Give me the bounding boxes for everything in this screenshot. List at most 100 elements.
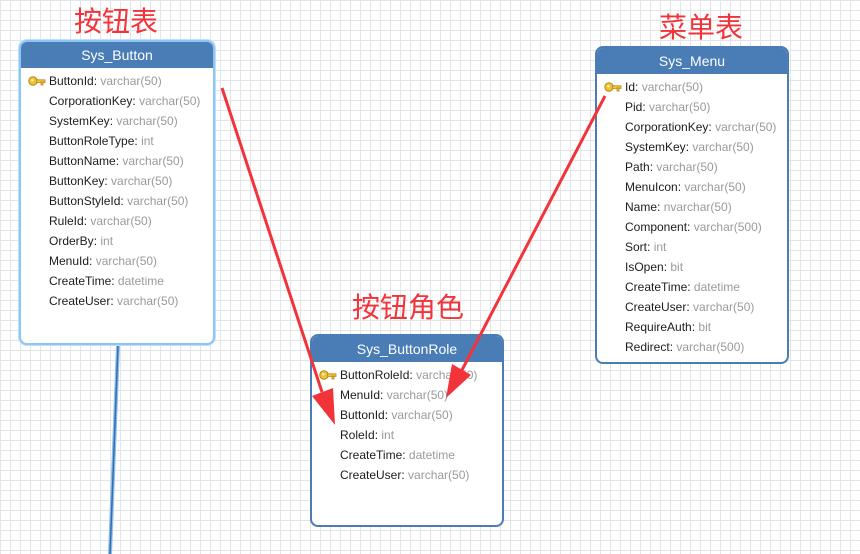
- field-row[interactable]: ButtonName: varchar(50): [21, 151, 213, 171]
- field-name: Pid: [625, 100, 643, 114]
- field-type: varchar(50): [649, 100, 711, 114]
- field-row[interactable]: SystemKey: varchar(50): [597, 137, 787, 157]
- field-name: ButtonKey: [49, 174, 105, 188]
- field-name: RequireAuth: [625, 320, 692, 334]
- field-row[interactable]: ButtonKey: varchar(50): [21, 171, 213, 191]
- field-separator: :: [647, 240, 654, 254]
- field-separator: :: [687, 280, 694, 294]
- field-type: varchar(50): [416, 368, 478, 382]
- field-row[interactable]: ButtonId: varchar(50): [21, 71, 213, 91]
- field-name: CreateTime: [625, 280, 688, 294]
- field-type: varchar(50): [391, 408, 453, 422]
- field-row[interactable]: RequireAuth: bit: [597, 317, 787, 337]
- field-row[interactable]: CorporationKey: varchar(50): [21, 91, 213, 111]
- field-separator: :: [89, 254, 96, 268]
- field-type: nvarchar(50): [663, 200, 732, 214]
- field-row[interactable]: Name: nvarchar(50): [597, 197, 787, 217]
- field-name: ButtonName: [49, 154, 116, 168]
- field-row[interactable]: MenuIcon: varchar(50): [597, 177, 787, 197]
- field-row[interactable]: MenuId: varchar(50): [21, 251, 213, 271]
- field-row[interactable]: CreateUser: varchar(50): [597, 297, 787, 317]
- annotation-button-table: 按钮表: [74, 5, 159, 38]
- field-row[interactable]: CreateUser: varchar(50): [21, 291, 213, 311]
- field-row[interactable]: Sort: int: [597, 237, 787, 257]
- field-name: Component: [625, 220, 688, 234]
- field-name: SystemKey: [625, 140, 686, 154]
- field-name: CreateTime: [49, 274, 112, 288]
- field-type: int: [381, 428, 395, 442]
- entity-title[interactable]: Sys_Menu: [597, 48, 787, 74]
- field-name: CreateUser: [340, 468, 402, 482]
- field-type: datetime: [117, 274, 164, 288]
- field-row[interactable]: CreateTime: datetime: [21, 271, 213, 291]
- field-row[interactable]: ButtonId: varchar(50): [312, 405, 502, 425]
- relation-line: [109, 344, 119, 554]
- field-type: varchar(50): [641, 80, 704, 94]
- field-type: int: [653, 240, 667, 254]
- entity-title[interactable]: Sys_ButtonRole: [312, 336, 502, 362]
- annotation-menu-table: 菜单表: [659, 11, 744, 44]
- entity-sys-button[interactable]: Sys_Button ButtonId: varchar(50)Corporat…: [19, 40, 215, 345]
- field-row[interactable]: CreateUser: varchar(50): [312, 465, 502, 485]
- field-name: CreateUser: [625, 300, 687, 314]
- field-type: varchar(50): [693, 300, 755, 314]
- field-row[interactable]: CreateTime: datetime: [597, 277, 787, 297]
- field-name: CorporationKey: [625, 120, 709, 134]
- field-row[interactable]: Path: varchar(50): [597, 157, 787, 177]
- field-row[interactable]: Redirect: varchar(500): [597, 337, 787, 357]
- field-name: ButtonStyleId: [49, 194, 121, 208]
- field-type: varchar(50): [386, 388, 449, 402]
- field-type: bit: [698, 320, 712, 334]
- entity-sys-buttonrole[interactable]: Sys_ButtonRole ButtonRoleId: varchar(50)…: [310, 334, 504, 527]
- field-row[interactable]: ButtonRoleId: varchar(50): [312, 365, 502, 385]
- key-icon: [319, 368, 337, 382]
- field-row[interactable]: RoleId: int: [312, 425, 502, 445]
- field-row[interactable]: OrderBy: int: [21, 231, 213, 251]
- field-name: MenuIcon: [625, 180, 678, 194]
- field-list: Id: varchar(50)Pid: varchar(50)Corporati…: [597, 74, 787, 357]
- field-type: datetime: [693, 280, 740, 294]
- field-name: ButtonRoleId: [340, 368, 410, 382]
- field-type: varchar(50): [656, 160, 718, 174]
- field-name: SystemKey: [49, 114, 110, 128]
- field-name: OrderBy: [49, 234, 94, 248]
- field-type: varchar(50): [127, 194, 189, 208]
- field-row[interactable]: ButtonRoleType: int: [21, 131, 213, 151]
- entity-sys-menu[interactable]: Sys_Menu Id: varchar(50)Pid: varchar(50)…: [595, 46, 789, 364]
- field-type: varchar(50): [116, 114, 178, 128]
- field-row[interactable]: Component: varchar(500): [597, 217, 787, 237]
- field-list: ButtonId: varchar(50)CorporationKey: var…: [21, 68, 213, 311]
- field-row[interactable]: Pid: varchar(50): [597, 97, 787, 117]
- field-name: Sort: [625, 240, 648, 254]
- field-row[interactable]: IsOpen: bit: [597, 257, 787, 277]
- field-type: varchar(50): [122, 154, 184, 168]
- field-name: ButtonRoleType: [49, 134, 135, 148]
- field-row[interactable]: CreateTime: datetime: [312, 445, 502, 465]
- field-name: CreateTime: [340, 448, 403, 462]
- field-type: varchar(50): [117, 294, 179, 308]
- field-name: MenuId: [49, 254, 90, 268]
- field-separator: :: [111, 274, 118, 288]
- field-type: varchar(50): [715, 120, 777, 134]
- field-row[interactable]: Id: varchar(50): [597, 77, 787, 97]
- field-separator: :: [642, 100, 650, 114]
- field-type: int: [141, 134, 154, 148]
- field-separator: :: [380, 388, 387, 402]
- field-name: CorporationKey: [49, 94, 133, 108]
- field-separator: :: [635, 80, 642, 94]
- field-name: RoleId: [340, 428, 375, 442]
- field-type: bit: [670, 260, 684, 274]
- field-row[interactable]: SystemKey: varchar(50): [21, 111, 213, 131]
- key-icon: [604, 80, 622, 94]
- field-name: ButtonId: [49, 74, 94, 88]
- field-row[interactable]: MenuId: varchar(50): [312, 385, 502, 405]
- key-icon: [28, 74, 46, 88]
- field-separator: :: [402, 448, 409, 462]
- field-type: varchar(50): [100, 74, 162, 88]
- field-row[interactable]: CorporationKey: varchar(50): [597, 117, 787, 137]
- field-row[interactable]: RuleId: varchar(50): [21, 211, 213, 231]
- field-type: datetime: [408, 448, 455, 462]
- field-row[interactable]: ButtonStyleId: varchar(50): [21, 191, 213, 211]
- entity-title[interactable]: Sys_Button: [21, 42, 213, 68]
